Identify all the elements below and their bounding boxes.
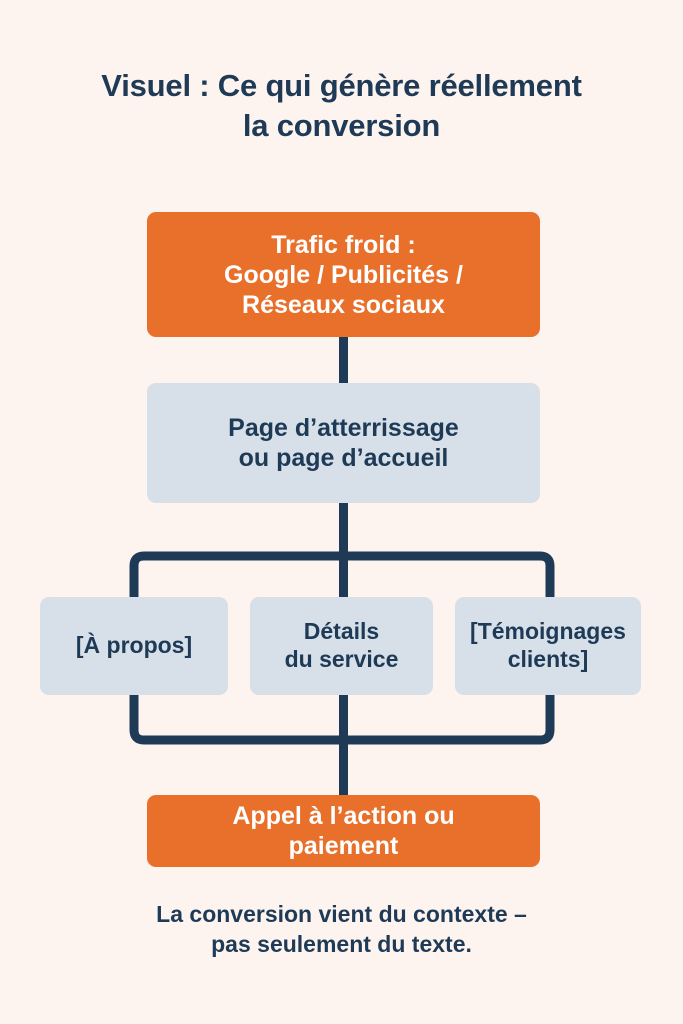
footer-caption: La conversion vient du contexte – pas se…	[0, 900, 683, 960]
node-service-details-text: Détails du service	[285, 618, 399, 673]
title-line-2: la conversion	[242, 107, 441, 143]
connector-lower-merge-bar	[129, 695, 555, 745]
page-title: Visuel : Ce qui génère réellement la con…	[0, 66, 683, 145]
title-line-1: Visuel : Ce qui génère réellement	[101, 68, 582, 103]
node-service-details-line-2: du service	[284, 646, 399, 672]
node-landing-page[interactable]: Page d’atterrissage ou page d’accueil	[147, 383, 540, 503]
node-cold-traffic-line-1: Trafic froid :	[271, 230, 416, 259]
node-testimonials-text: [Témoignages clients]	[470, 618, 626, 673]
node-call-to-action-line-2: paiement	[288, 832, 399, 860]
connector-upper-split-bar	[129, 551, 555, 597]
node-cold-traffic-line-2: Google / Publicités /	[224, 260, 463, 289]
node-call-to-action-line-1: Appel à l’action ou	[232, 802, 455, 830]
node-service-details[interactable]: Détails du service	[250, 597, 433, 695]
node-cold-traffic-text: Trafic froid : Google / Publicités / Rés…	[224, 230, 463, 320]
node-cold-traffic[interactable]: Trafic froid : Google / Publicités / Rés…	[147, 212, 540, 337]
node-call-to-action-text: Appel à l’action ou paiement	[232, 801, 454, 861]
node-about[interactable]: [À propos]	[40, 597, 228, 695]
node-cold-traffic-line-3: Réseaux sociaux	[242, 290, 445, 319]
footer-caption-line-1: La conversion vient du contexte –	[156, 901, 527, 927]
node-testimonials-line-2: clients]	[507, 646, 589, 672]
node-about-line-1: [À propos]	[75, 632, 193, 659]
node-call-to-action[interactable]: Appel à l’action ou paiement	[147, 795, 540, 867]
node-landing-page-line-1: Page d’atterrissage	[228, 414, 459, 442]
node-landing-page-line-2: ou page d’accueil	[238, 444, 449, 472]
node-testimonials-line-1: [Témoignages	[470, 618, 626, 645]
footer-caption-line-2: pas seulement du texte.	[211, 930, 472, 957]
node-testimonials[interactable]: [Témoignages clients]	[455, 597, 641, 695]
node-about-text: [À propos]	[76, 632, 192, 660]
node-service-details-line-1: Détails	[303, 618, 380, 645]
node-landing-page-text: Page d’atterrissage ou page d’accueil	[228, 413, 459, 473]
